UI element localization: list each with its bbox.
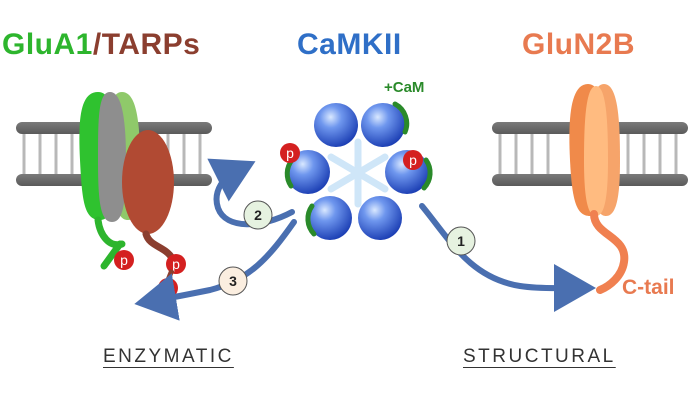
glun2b-receptor xyxy=(569,84,629,294)
cam-label: +CaM xyxy=(384,79,424,96)
step-3-badge: 3 xyxy=(218,266,248,296)
phospho-label: p xyxy=(409,152,417,168)
glun2b-title: GluN2B xyxy=(522,28,636,61)
camkii-title: CaMKII xyxy=(297,28,402,61)
tarp-protein xyxy=(122,130,178,266)
step-1-badge: 1 xyxy=(446,226,476,256)
phospho-tarp-1: p xyxy=(166,254,186,274)
phospho-label: p xyxy=(164,280,172,296)
step-2-badge: 2 xyxy=(243,200,273,230)
arrow-structural xyxy=(419,203,596,313)
phospho-tarp-2: p xyxy=(158,269,178,298)
step-3-label: 3 xyxy=(229,273,237,289)
phospho-label: p xyxy=(172,256,180,272)
glua1-tarps-title: GluA1/TARPs xyxy=(2,28,200,62)
phospho-label: p xyxy=(120,252,128,268)
phospho-camkii-2: p xyxy=(403,150,423,170)
step-2-label: 2 xyxy=(254,207,262,223)
arrow-enzymatic xyxy=(134,219,297,321)
step-1-label: 1 xyxy=(457,233,465,249)
camkii-holoenzyme: p p xyxy=(280,101,433,240)
camkii-subunit xyxy=(286,150,330,194)
tarps-title-part: /TARPs xyxy=(92,28,201,61)
phospho-glua1: p xyxy=(114,250,134,270)
enzymatic-label: ENZYMATIC xyxy=(103,346,234,367)
hub-star xyxy=(327,138,389,208)
camkii-subunit xyxy=(361,103,405,147)
ctail-label: C-tail xyxy=(622,276,675,299)
cam-arcs xyxy=(284,101,433,237)
phospho-camkii-1: p xyxy=(280,143,300,163)
camkii-subunit xyxy=(358,196,402,240)
phospho-label: p xyxy=(286,145,294,161)
structural-label: STRUCTURAL xyxy=(463,346,616,367)
glua1-title-part: GluA1 xyxy=(2,28,93,61)
camkii-subunit xyxy=(314,103,358,147)
camkii-subunit xyxy=(308,196,352,240)
